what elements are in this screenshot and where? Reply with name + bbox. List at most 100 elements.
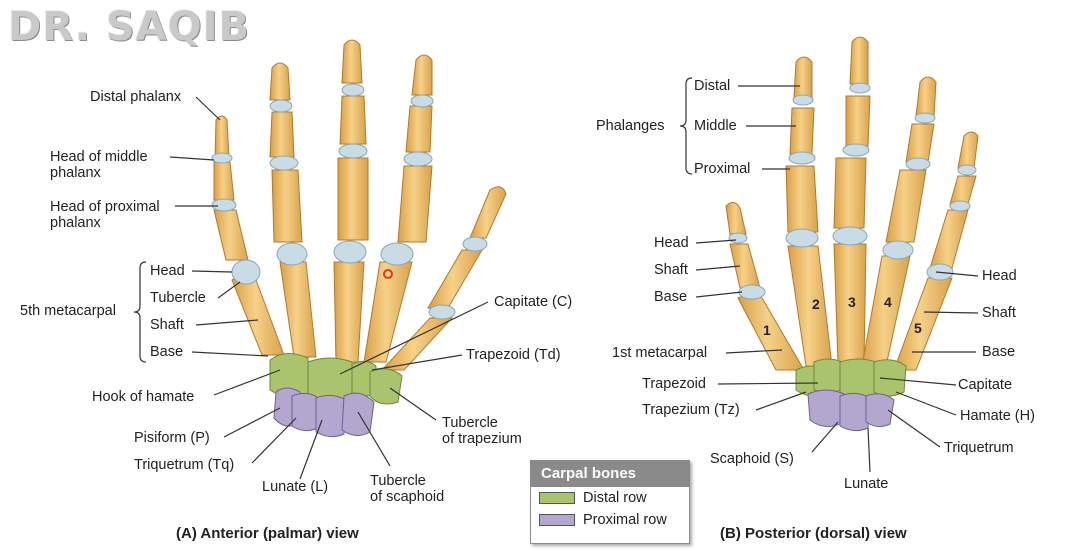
anterior-little-distal-phalanx xyxy=(214,115,230,159)
posterior-proximal-carpals xyxy=(807,389,895,432)
legend-title: Carpal bones xyxy=(531,461,689,487)
posterior-ring-middle-phalanx xyxy=(905,123,935,163)
anterior-thumb-proximal-phalanx xyxy=(427,249,483,309)
posterior-middle-middle-phalanx xyxy=(845,95,871,147)
anterior-triquetrum xyxy=(291,392,319,432)
posterior-trapezoid xyxy=(813,358,843,393)
anterior-middle-distal-phalanx xyxy=(341,39,363,84)
label-capitate-anterior: Capitate (C) xyxy=(494,294,573,310)
anterior-index-proximal-phalanx xyxy=(397,165,433,243)
caption-anterior-view: (A) Anterior (palmar) view xyxy=(176,525,359,542)
anterior-index-distal-phalanx xyxy=(411,54,433,96)
label-posterior-head-right: Head xyxy=(982,268,1017,284)
label-hook-of-hamate: Hook of hamate xyxy=(92,389,195,405)
carpal-bones-legend: Carpal bones Distal row Proximal row xyxy=(530,460,690,544)
metacarpal-number-4: 4 xyxy=(884,294,892,310)
anterior-scaphoid xyxy=(341,392,375,436)
anterior-middle-middle-phalanx xyxy=(339,95,367,145)
legend-distal-label: Distal row xyxy=(583,490,647,506)
anterior-capitate xyxy=(307,357,353,402)
posterior-joint-caps xyxy=(728,82,977,300)
legend-row-proximal: Proximal row xyxy=(531,509,689,531)
label-5th-metacarpal: 5th metacarpal xyxy=(20,303,116,319)
posterior-middle-proximal-phalanx xyxy=(833,157,867,229)
label-lunate-posterior: Lunate xyxy=(844,476,889,492)
label-anterior-tubercle: Tubercle xyxy=(150,290,206,306)
legend-proximal-label: Proximal row xyxy=(583,512,667,528)
label-triquetrum-anterior: Triquetrum (Tq) xyxy=(134,457,235,473)
label-posterior-base-right: Base xyxy=(982,344,1016,360)
label-middle: Middle xyxy=(694,118,737,134)
anterior-thumb-distal-phalanx xyxy=(469,186,507,239)
label-distal: Distal xyxy=(694,78,731,94)
posterior-little-distal-phalanx xyxy=(957,131,979,169)
anterior-ring-distal-phalanx xyxy=(269,62,291,101)
metacarpal-number-3: 3 xyxy=(848,294,856,310)
anterior-little-proximal-phalanx xyxy=(213,209,249,261)
legend-row-distal: Distal row xyxy=(531,487,689,509)
label-1st-metacarpal: 1st metacarpal xyxy=(612,345,708,361)
label-trapezoid-anterior: Trapezoid (Td) xyxy=(466,347,561,363)
label-distal-phalanx: Distal phalanx xyxy=(90,89,182,105)
posterior-little-middle-phalanx xyxy=(949,175,977,205)
label-posterior-base-left: Base xyxy=(654,289,688,305)
metacarpal-number-2: 2 xyxy=(812,296,820,312)
posterior-thumb-distal-phalanx xyxy=(725,202,747,235)
metacarpal-number-5: 5 xyxy=(914,320,922,336)
anterior-lunate xyxy=(315,394,347,438)
posterior-second-metacarpal xyxy=(787,245,833,367)
anterior-little-middle-phalanx xyxy=(213,161,235,201)
label-posterior-shaft-left: Shaft xyxy=(654,262,688,278)
anterior-proximal-carpals xyxy=(273,387,375,438)
anterior-index-middle-phalanx xyxy=(405,105,433,153)
label-anterior-head: Head xyxy=(150,263,185,279)
metacarpal-number-1: 1 xyxy=(763,322,771,338)
watermark: DR. SAQIB xyxy=(8,4,251,50)
anterior-joint-caps xyxy=(211,83,488,320)
label-hamate-posterior: Hamate (H) xyxy=(960,408,1035,424)
posterior-first-metacarpal xyxy=(737,294,805,371)
anterior-hand xyxy=(213,39,507,371)
posterior-index-distal-phalanx xyxy=(793,56,813,99)
label-capitate-posterior: Capitate xyxy=(958,377,1013,393)
posterior-capitate xyxy=(839,358,877,400)
anterior-marker-dot xyxy=(383,269,393,279)
leader-lines xyxy=(133,77,979,480)
posterior-middle-distal-phalanx xyxy=(849,36,869,85)
posterior-hand xyxy=(725,36,979,371)
label-tubercle-of-scaphoid: Tubercle of scaphoid xyxy=(370,473,445,505)
label-trapezoid-posterior: Trapezoid xyxy=(642,376,706,392)
posterior-hamate xyxy=(873,359,907,397)
anterior-ring-middle-phalanx xyxy=(269,111,295,158)
anterior-ring-proximal-phalanx xyxy=(271,169,303,243)
label-posterior-shaft-right: Shaft xyxy=(982,305,1016,321)
posterior-ring-distal-phalanx xyxy=(915,76,937,117)
anterior-trapezium xyxy=(369,368,403,405)
caption-posterior-view: (B) Posterior (dorsal) view xyxy=(720,525,907,542)
label-posterior-head-left: Head xyxy=(654,235,689,251)
posterior-triquetrum xyxy=(865,393,895,428)
label-phalanges: Phalanges xyxy=(596,118,665,134)
anterior-fifth-metacarpal xyxy=(231,274,285,356)
label-head-of-proximal-phalanx: Head of proximal phalanx xyxy=(50,199,160,231)
label-head-of-middle-phalanx: Head of middle phalanx xyxy=(50,149,148,181)
anterior-ring-metacarpal xyxy=(279,261,317,358)
proximal-row-swatch xyxy=(539,514,575,526)
posterior-little-proximal-phalanx xyxy=(929,209,969,269)
posterior-index-middle-phalanx xyxy=(789,107,815,155)
distal-row-swatch xyxy=(539,492,575,504)
label-triquetrum-posterior: Triquetrum xyxy=(944,440,1014,456)
label-trapezium-posterior: Trapezium (Tz) xyxy=(642,402,740,418)
label-anterior-base: Base xyxy=(150,344,184,360)
anterior-middle-proximal-phalanx xyxy=(337,157,369,241)
label-pisiform: Pisiform (P) xyxy=(134,430,210,446)
posterior-index-proximal-phalanx xyxy=(785,165,819,233)
label-lunate-anterior: Lunate (L) xyxy=(262,479,329,495)
posterior-scaphoid xyxy=(807,389,845,427)
label-scaphoid-posterior: Scaphoid (S) xyxy=(710,451,794,467)
posterior-ring-proximal-phalanx xyxy=(885,169,927,243)
label-tubercle-of-trapezium: Tubercle of trapezium xyxy=(442,415,522,447)
label-proximal: Proximal xyxy=(694,161,751,177)
